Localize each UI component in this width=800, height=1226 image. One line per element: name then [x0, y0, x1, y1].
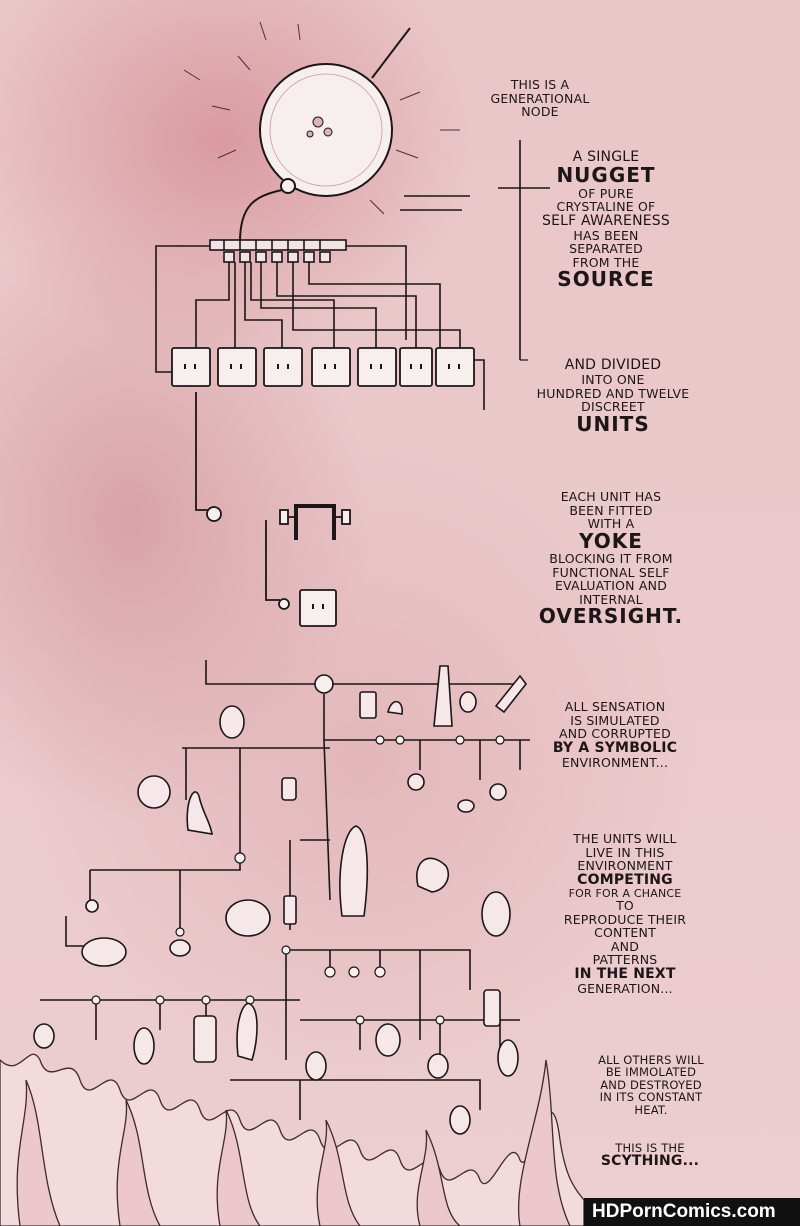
caption-line: All sensation: [564, 699, 666, 714]
caption-line: by a symbolic: [552, 739, 678, 756]
caption-line: heat.: [634, 1102, 668, 1117]
caption-line: from the: [572, 254, 640, 270]
caption-line: Each unit has: [560, 489, 662, 504]
caption-line: to: [616, 898, 634, 914]
caption-line: be immolated: [605, 1065, 697, 1080]
caption-line: This is a: [510, 77, 570, 92]
caption-line: self awareness: [542, 212, 670, 229]
caption-line: and destroyed: [600, 1077, 702, 1092]
caption-line: for for a chance: [568, 886, 682, 900]
caption-line: oversight.: [538, 604, 684, 629]
caption-line: Competing: [577, 871, 673, 888]
caption-line: been fitted: [569, 502, 653, 518]
caption-yoke: Each unit has been fitted with a Yoke bl…: [536, 490, 686, 628]
generational-node-orb-icon: [239, 27, 411, 243]
caption-line: The units will: [573, 831, 677, 846]
caption-sensation: All sensation is simulated and corrupted…: [540, 700, 690, 769]
creatures: [33, 665, 528, 1135]
caption-line: patterns: [592, 952, 658, 968]
caption-line: separated: [569, 241, 643, 257]
tree-nodes: [91, 735, 505, 1025]
distribution-wires: [155, 140, 550, 410]
environment-tree: [40, 660, 530, 1120]
unit-eyes: [184, 364, 460, 369]
caption-immolated: All others will be immolated and destroy…: [588, 1054, 714, 1116]
caption-line: This is the: [615, 1141, 685, 1155]
yoke-diagram: [195, 392, 351, 627]
caption-line: environment...: [561, 754, 669, 770]
caption-line: hundred and twelve: [536, 385, 690, 401]
unit-squares: [171, 347, 475, 387]
caption-line: evaluation and: [554, 578, 668, 594]
caption-line: blocking it from: [549, 551, 673, 567]
caption-line: reproduce their: [563, 911, 687, 927]
caption-divided: And divided into one hundred and twelve …: [528, 357, 698, 436]
caption-line: is simulated: [570, 712, 660, 728]
caption-line: and corrupted: [559, 726, 671, 741]
orb-rays: [183, 21, 460, 215]
caption-line: Source: [557, 267, 655, 292]
caption-line: Node: [521, 104, 559, 119]
caption-line: Yoke: [579, 528, 643, 553]
caption-line: Scything...: [600, 1153, 700, 1170]
caption-node: This is a Generational Node: [484, 78, 596, 119]
caption-line: with a: [587, 516, 635, 531]
caption-line: And divided: [564, 357, 662, 373]
caption-line: and: [610, 938, 640, 954]
caption-line: of pure: [578, 185, 634, 201]
caption-line: internal: [579, 591, 643, 607]
caption-line: generation...: [577, 981, 673, 997]
caption-line: Units: [576, 411, 650, 436]
caption-line: All others will: [598, 1053, 704, 1067]
site-watermark: HDPornComics.com: [584, 1198, 800, 1226]
caption-line: discreet: [581, 399, 645, 415]
caption-scything: This is the Scything...: [600, 1142, 700, 1170]
caption-line: Nugget: [556, 163, 656, 188]
caption-nugget: A Single Nugget of pure crystaline of se…: [536, 149, 676, 292]
caption-line: functional self: [552, 564, 670, 580]
caption-line: crystaline of: [556, 199, 656, 215]
caption-line: live in this: [585, 844, 665, 860]
caption-line: content: [594, 925, 656, 941]
caption-line: in the Next: [574, 965, 676, 982]
caption-line: has been: [573, 227, 639, 243]
flame-icon: [0, 1053, 585, 1226]
caption-line: environment: [577, 858, 673, 873]
caption-line: Generational: [490, 90, 590, 106]
caption-line: A Single: [572, 149, 640, 165]
caption-line: in its constant: [599, 1090, 703, 1105]
caption-line: into one: [581, 372, 645, 388]
caption-competing: The units will live in this environment …: [558, 832, 692, 996]
